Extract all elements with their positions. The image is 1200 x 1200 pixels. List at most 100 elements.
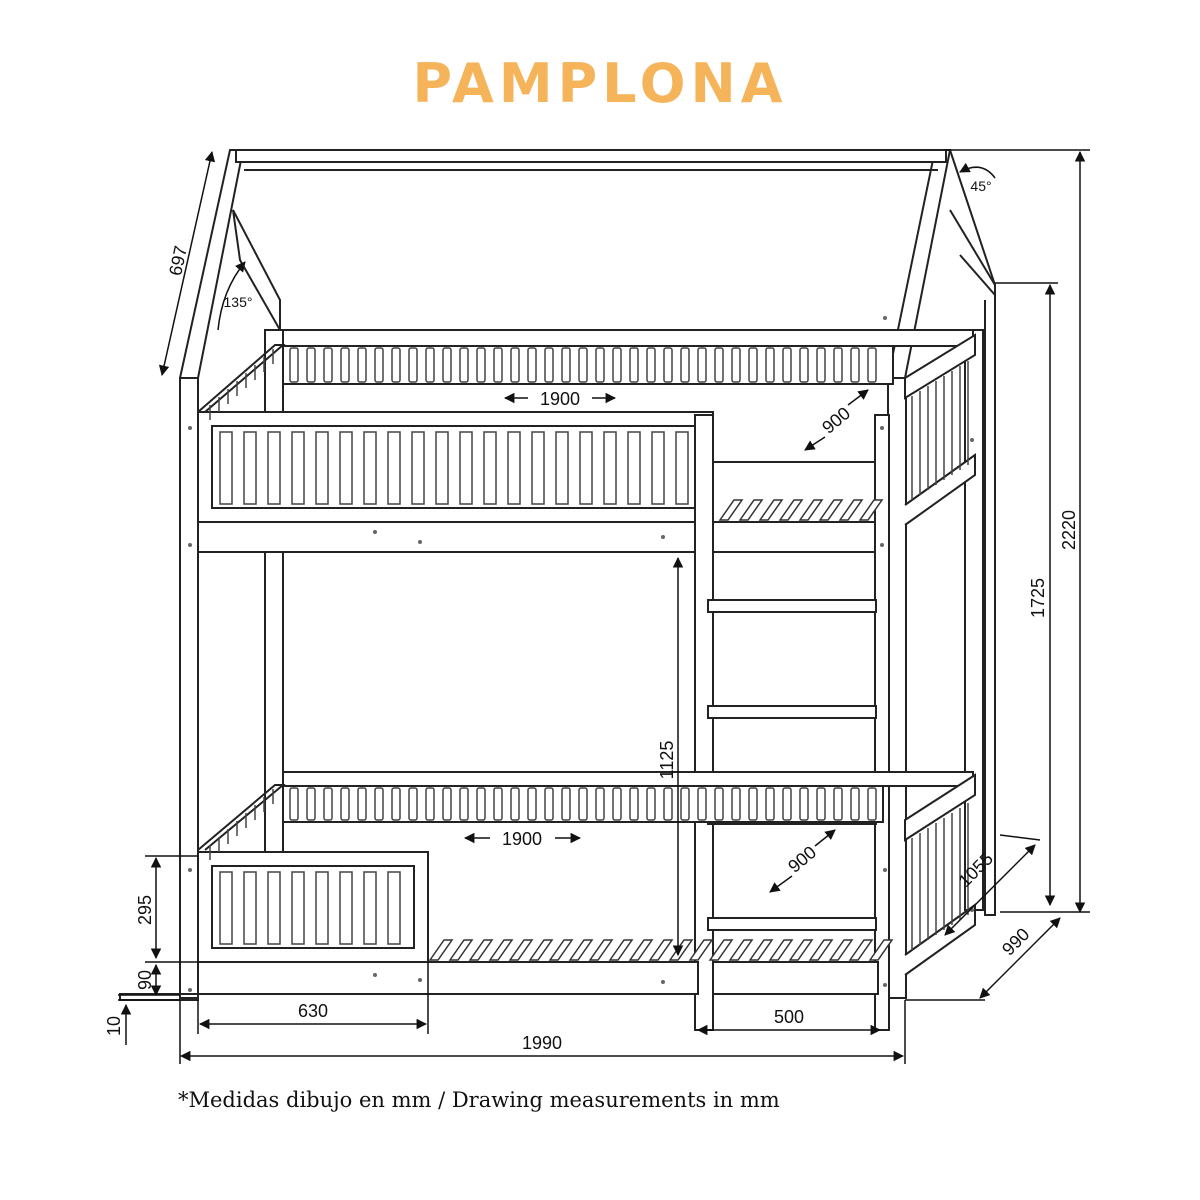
screw-hole (418, 540, 422, 544)
top-back-rail (282, 329, 974, 347)
top-bed-rail-right (712, 521, 879, 553)
front-slat-bottom (291, 871, 305, 945)
screw-hole (188, 988, 192, 992)
back-slat-bottom (561, 787, 571, 821)
deck-slat-bottom (788, 939, 814, 961)
back-slat-top (850, 347, 860, 383)
front-slat-bottom (363, 871, 377, 945)
back-slat-bottom (357, 787, 367, 821)
deck-slat-bottom (648, 939, 674, 961)
back-slat-bottom (527, 787, 537, 821)
deck-slat-top (858, 499, 884, 521)
back-slat-bottom (476, 787, 486, 821)
deck-slat-bottom (808, 939, 834, 961)
screw-hole (880, 543, 884, 547)
front-slat-top (603, 431, 617, 505)
front-slat-top (219, 431, 233, 505)
ladder-left-rail (694, 414, 714, 1031)
front-slat-top (435, 431, 449, 505)
dim-guard-length: 630 (298, 1001, 328, 1021)
deck-slat-top (738, 499, 764, 521)
dim-base-height: 90 (135, 970, 155, 990)
back-slat-bottom (306, 787, 316, 821)
back-slat-top (391, 347, 401, 383)
right-front-post (887, 377, 907, 999)
dim-clearance: 1125 (657, 741, 677, 780)
back-slat-top (782, 347, 792, 383)
front-slat-top (507, 431, 521, 505)
front-slat-top (411, 431, 425, 505)
back-slat-bottom (612, 787, 622, 821)
dim-angle-roof: 45° (970, 178, 991, 194)
front-slat-top (243, 431, 257, 505)
dim-top-length: 1900 (540, 389, 580, 409)
back-slat-top (306, 347, 316, 383)
back-slat-top (833, 347, 843, 383)
front-slat-bottom (387, 871, 401, 945)
front-slat-top (555, 431, 569, 505)
top-deck (713, 461, 881, 523)
deck-slat-bottom (568, 939, 594, 961)
back-slat-top (646, 347, 656, 383)
back-slat-bottom (408, 787, 418, 821)
dim-angle-inner: 135° (224, 294, 253, 310)
screw-hole (883, 868, 887, 872)
back-slat-bottom (374, 787, 384, 821)
bottom-bed-rail-right (712, 961, 879, 995)
back-slat-bottom (748, 787, 758, 821)
back-slat-top (510, 347, 520, 383)
back-slat-bottom (544, 787, 554, 821)
deck-slat-top (718, 499, 744, 521)
dim-roof-slope: 697 (165, 244, 191, 278)
dim-depth-total: 990 (998, 924, 1033, 959)
deck-slat-bottom (868, 939, 894, 961)
bottom-left-side-rail (197, 784, 286, 851)
screw-hole (373, 530, 377, 534)
screw-hole (188, 543, 192, 547)
back-slat-bottom (850, 787, 860, 821)
dim-ladder-width: 500 (774, 1007, 804, 1027)
back-slat-top (663, 347, 673, 383)
ladder-rung-1 (707, 599, 877, 613)
back-slat-bottom (833, 787, 843, 821)
top-bed-rail (197, 521, 714, 553)
back-slat-bottom (425, 787, 435, 821)
front-slat-top (315, 431, 329, 505)
deck-slat-top (758, 499, 784, 521)
back-slat-top (323, 347, 333, 383)
deck-slat-bottom (628, 939, 654, 961)
deck-slat-bottom (488, 939, 514, 961)
back-slat-bottom (731, 787, 741, 821)
screw-hole (188, 426, 192, 430)
back-slat-bottom (867, 787, 877, 821)
back-slat-bottom (493, 787, 503, 821)
back-slat-bottom (391, 787, 401, 821)
deck-slat-top (778, 499, 804, 521)
front-slat-top (291, 431, 305, 505)
back-slat-bottom (646, 787, 656, 821)
back-slat-bottom (714, 787, 724, 821)
measurement-footnote: *Medidas dibujo en mm / Drawing measurem… (178, 1088, 780, 1112)
front-slat-top (675, 431, 689, 505)
deck-slat-bottom (428, 939, 454, 961)
back-slat-top (527, 347, 537, 383)
front-slat-top (339, 431, 353, 505)
deck-slat-bottom (668, 939, 694, 961)
left-front-post (179, 377, 199, 999)
back-slat-bottom (459, 787, 469, 821)
product-title: PAMPLONA (412, 52, 788, 115)
back-slat-bottom (442, 787, 452, 821)
roof-left-beam (179, 149, 245, 379)
bottom-right-side-frame (904, 773, 976, 842)
deck-slat-bottom (548, 939, 574, 961)
back-slat-top (612, 347, 622, 383)
back-slat-top (714, 347, 724, 383)
deck-slat-bottom (608, 939, 634, 961)
ladder-rung-4 (707, 917, 877, 931)
back-slat-bottom (595, 787, 605, 821)
back-slat-bottom (697, 787, 707, 821)
bottom-back-rail (282, 771, 974, 787)
back-slat-top (680, 347, 690, 383)
deck-slat-bottom (848, 939, 874, 961)
